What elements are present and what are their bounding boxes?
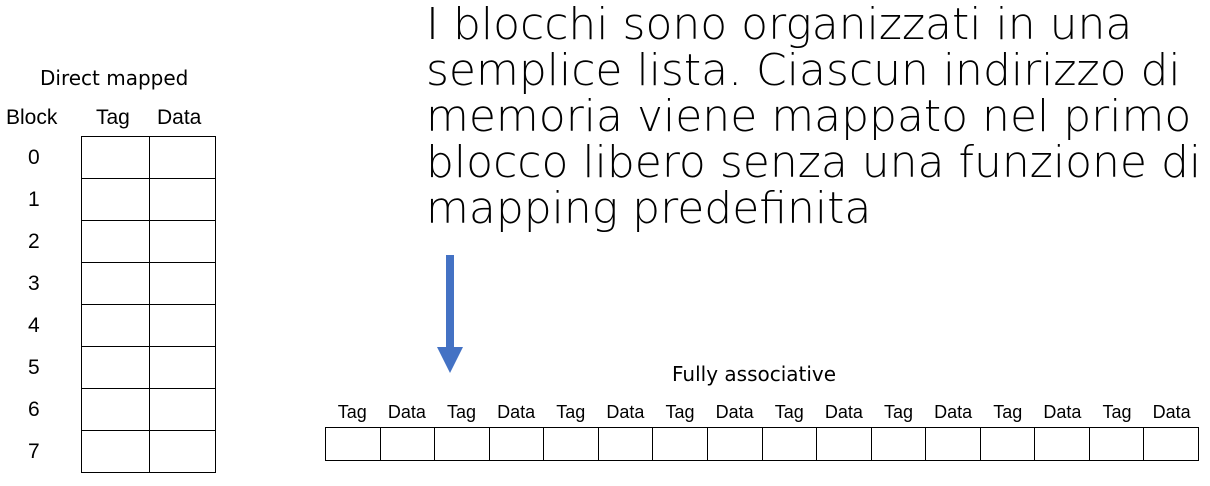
block-number: 7 [28, 440, 40, 463]
data-cell [489, 428, 545, 461]
block-number: 2 [28, 230, 40, 253]
fully-associative-table [325, 427, 1199, 461]
block-number: 5 [28, 356, 40, 379]
data-cell [150, 431, 216, 473]
tag-cell [762, 428, 818, 461]
data-header: Data [934, 402, 973, 422]
data-cell [150, 137, 216, 179]
down-arrow-shaft [446, 255, 454, 349]
tag-cell [82, 305, 150, 347]
tag-cell [82, 221, 150, 263]
tag-cell [544, 428, 599, 461]
data-cell [598, 428, 654, 461]
data-header: Data [824, 402, 863, 422]
tag-header: Tag [774, 402, 804, 422]
data-cell [926, 428, 981, 461]
block-number: 6 [28, 398, 40, 421]
tag-cell [82, 431, 150, 473]
tag-cell [980, 428, 1036, 461]
data-cell [150, 263, 216, 305]
block-number: 4 [28, 314, 40, 337]
tag-header: Tag [1102, 402, 1132, 422]
tag-header: Tag [665, 402, 695, 422]
block-number: 3 [28, 272, 40, 295]
tag-cell [82, 347, 150, 389]
data-cell [150, 347, 216, 389]
tag-cell [653, 428, 708, 461]
tag-cell [82, 263, 150, 305]
block-column-header: Block [6, 106, 58, 129]
tag-cell [82, 179, 150, 221]
down-arrow-icon [437, 347, 463, 373]
data-header: Data [715, 402, 754, 422]
tag-header: Tag [556, 402, 586, 422]
tag-cell [435, 428, 490, 461]
data-header: Data [387, 402, 426, 422]
tag-cell [326, 428, 381, 461]
fully-associative-headers: Tag Data Tag Data Tag Data Tag Data Tag Data Tag Da… [325, 402, 1199, 423]
tag-cell [871, 428, 927, 461]
description-text: I blocchi sono organizzati in una sempli… [426, 0, 1202, 234]
tag-header: Tag [447, 402, 477, 422]
direct-mapped-table [81, 136, 216, 473]
data-cell [150, 389, 216, 431]
tag-cell [82, 389, 150, 431]
tag-header: Tag [884, 402, 914, 422]
tag-cell [82, 137, 150, 179]
fully-associative-title: Fully associative [672, 362, 837, 386]
data-header: Data [606, 402, 645, 422]
tag-column-header: Tag [96, 106, 130, 129]
data-cell [1144, 428, 1199, 461]
data-cell [817, 428, 872, 461]
data-column-header: Data [157, 106, 202, 129]
data-header: Data [1152, 402, 1191, 422]
direct-mapped-title: Direct mapped [40, 66, 189, 90]
tag-header: Tag [993, 402, 1023, 422]
data-cell [150, 305, 216, 347]
data-header: Data [497, 402, 536, 422]
block-number: 0 [28, 146, 40, 169]
data-cell [150, 221, 216, 263]
data-cell [150, 179, 216, 221]
tag-cell [1089, 428, 1145, 461]
data-cell [1035, 428, 1090, 461]
data-cell [707, 428, 763, 461]
block-number: 1 [28, 188, 40, 211]
tag-header: Tag [337, 402, 367, 422]
data-cell [380, 428, 436, 461]
data-header: Data [1043, 402, 1082, 422]
